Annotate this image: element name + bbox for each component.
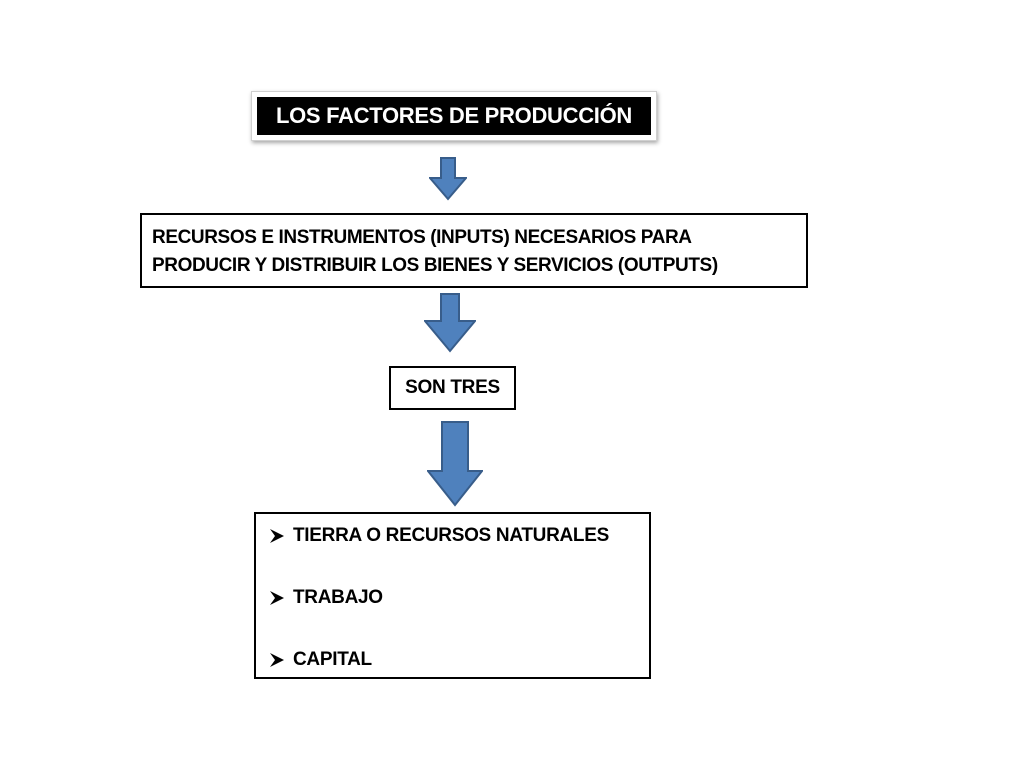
arrowhead-bullet-icon bbox=[270, 528, 284, 543]
count-box: SON TRES bbox=[389, 366, 516, 410]
factor-label: TRABAJO bbox=[293, 586, 383, 608]
factors-box: TIERRA O RECURSOS NATURALES TRABAJO CAPI… bbox=[254, 512, 651, 679]
down-arrow-icon bbox=[427, 421, 483, 507]
factor-label: TIERRA O RECURSOS NATURALES bbox=[293, 524, 609, 546]
title-frame: LOS FACTORES DE PRODUCCIÓN bbox=[251, 91, 657, 141]
arrowhead-bullet-icon bbox=[270, 652, 284, 667]
list-item: CAPITAL bbox=[268, 644, 649, 675]
factor-label: CAPITAL bbox=[293, 648, 372, 670]
definition-line-2: PRODUCIR Y DISTRIBUIR LOS BIENES Y SERVI… bbox=[152, 255, 718, 276]
list-item: TIERRA O RECURSOS NATURALES bbox=[268, 520, 649, 551]
list-item: TRABAJO bbox=[268, 582, 649, 613]
diagram-title: LOS FACTORES DE PRODUCCIÓN bbox=[257, 97, 651, 135]
arrowhead-bullet-icon bbox=[270, 590, 284, 605]
down-arrow-icon bbox=[424, 293, 476, 353]
definition-box: RECURSOS E INSTRUMENTOS (INPUTS) NECESAR… bbox=[140, 213, 808, 288]
down-arrow-icon bbox=[429, 157, 467, 201]
definition-line-1: RECURSOS E INSTRUMENTOS (INPUTS) NECESAR… bbox=[152, 227, 692, 248]
